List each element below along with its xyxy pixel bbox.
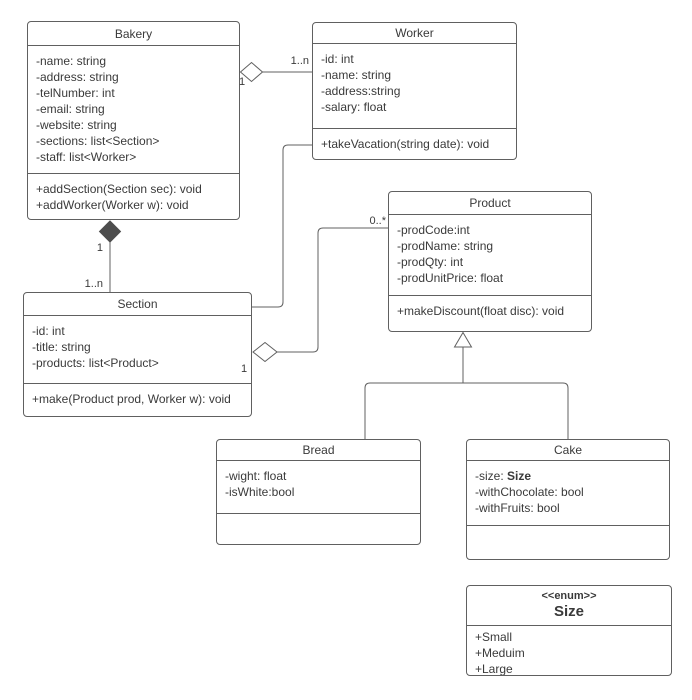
- generalization-triangle-icon: [453, 331, 473, 348]
- class-cake[interactable]: Cake -size: Size -withChocolate: bool -wit…: [466, 439, 670, 560]
- methods-compartment: [467, 526, 669, 559]
- association-worker-section[interactable]: [252, 144, 312, 308]
- member-line: +make(Product prod, Worker w): void: [32, 392, 231, 406]
- member-line: -id: int: [321, 52, 354, 66]
- member-line: -isWhite:bool: [225, 485, 295, 499]
- aggregation-diamond-icon: [239, 61, 264, 83]
- multiplicity-label: 1: [97, 242, 103, 254]
- methods-compartment: +addSection(Section sec): void +addWorker…: [28, 174, 239, 219]
- member-line: -sections: list<Section>: [36, 134, 160, 148]
- enum-size[interactable]: <<enum>> Size +Small +Meduim +Large: [466, 585, 672, 676]
- class-section[interactable]: Section -id: int -title: string -products:…: [23, 292, 252, 417]
- member-line: -withChocolate: bool: [475, 485, 584, 499]
- class-title: Section: [24, 293, 251, 316]
- attributes-compartment: -size: Size -withChocolate: bool -withFrui…: [467, 461, 669, 526]
- attributes-compartment: -name: string -address: string -telNumber:…: [28, 46, 239, 174]
- methods-compartment: +makeDiscount(float disc): void: [389, 296, 591, 331]
- enum-header: <<enum>> Size: [467, 586, 671, 626]
- member-line: -id: int: [32, 324, 65, 338]
- member-line: -products: list<Product>: [32, 356, 159, 370]
- class-title: Bakery: [28, 22, 239, 46]
- member-line: -email: string: [36, 102, 105, 116]
- class-bakery[interactable]: Bakery -name: string -address: string -tel…: [27, 21, 240, 220]
- member-line: -wight: float: [225, 469, 287, 483]
- generalization-product-bread-cake[interactable]: [364, 331, 569, 440]
- member-line: -website: string: [36, 118, 117, 132]
- member-line: -prodUnitPrice: float: [397, 271, 504, 285]
- attributes-compartment: -id: int -name: string -address:string -sal…: [313, 44, 516, 129]
- member-line: -prodQty: int: [397, 255, 464, 269]
- class-title: Worker: [313, 23, 516, 44]
- methods-compartment: +takeVacation(string date): void: [313, 129, 516, 159]
- methods-compartment: [217, 514, 420, 544]
- member-line: -prodCode:int: [397, 223, 470, 237]
- multiplicity-label: 0..*: [369, 215, 386, 227]
- class-bread[interactable]: Bread -wight: float -isWhite:bool: [216, 439, 421, 545]
- member-line: -prodName: string: [397, 239, 494, 253]
- member-line: +takeVacation(string date): void: [321, 137, 490, 151]
- member-line: +addSection(Section sec): void: [36, 182, 202, 196]
- member-line: +addWorker(Worker w): void: [36, 198, 189, 212]
- member-line: -salary: float: [321, 100, 387, 114]
- class-title: Cake: [467, 440, 669, 461]
- member-line: -address:string: [321, 84, 401, 98]
- member-line: -title: string: [32, 340, 91, 354]
- enum-title: Size: [553, 603, 584, 620]
- member-line: -name: string: [321, 68, 392, 82]
- member-line: -telNumber: int: [36, 86, 115, 100]
- connector-line[interactable]: [277, 227, 388, 353]
- class-title: Product: [389, 192, 591, 215]
- member-line: -staff: list<Worker>: [36, 150, 137, 164]
- class-worker[interactable]: Worker -id: int -name: string -address:str…: [312, 22, 517, 160]
- member-line: -size: Size: [475, 469, 532, 483]
- attributes-compartment: -prodCode:int -prodName: string -prodQty: …: [389, 215, 591, 296]
- aggregation-diamond-icon: [252, 341, 278, 363]
- attributes-compartment: -id: int -title: string -products: list<Pr…: [24, 316, 251, 384]
- composition-diamond-icon: [98, 220, 122, 243]
- member-line: -withFruits: bool: [475, 501, 560, 515]
- member-line: +Large: [475, 662, 513, 676]
- member-line: -address: string: [36, 70, 119, 84]
- member-line: -name: string: [36, 54, 107, 68]
- multiplicity-label: 1..n: [291, 55, 309, 67]
- enum-values-compartment: +Small +Meduim +Large: [467, 626, 671, 676]
- composition-bakery-section[interactable]: 1 1..n: [85, 220, 122, 292]
- class-product[interactable]: Product -prodCode:int-prodName: string-p…: [388, 191, 592, 332]
- member-line: +Meduim: [475, 646, 525, 660]
- aggregation-section-product[interactable]: 1 0..*: [241, 215, 388, 375]
- multiplicity-label: 1..n: [85, 278, 103, 290]
- member-line: +makeDiscount(float disc): void: [397, 304, 565, 318]
- methods-compartment: +make(Product prod, Worker w): void: [24, 384, 251, 416]
- connector-line[interactable]: [252, 144, 312, 308]
- connector-line[interactable]: [364, 382, 569, 439]
- enum-stereotype: <<enum>>: [541, 590, 597, 602]
- aggregation-bakery-worker[interactable]: 1 1..n: [239, 55, 312, 88]
- attributes-compartment: -wight: float -isWhite:bool: [217, 461, 420, 514]
- member-line: +Small: [475, 630, 513, 644]
- class-title: Bread: [217, 440, 420, 461]
